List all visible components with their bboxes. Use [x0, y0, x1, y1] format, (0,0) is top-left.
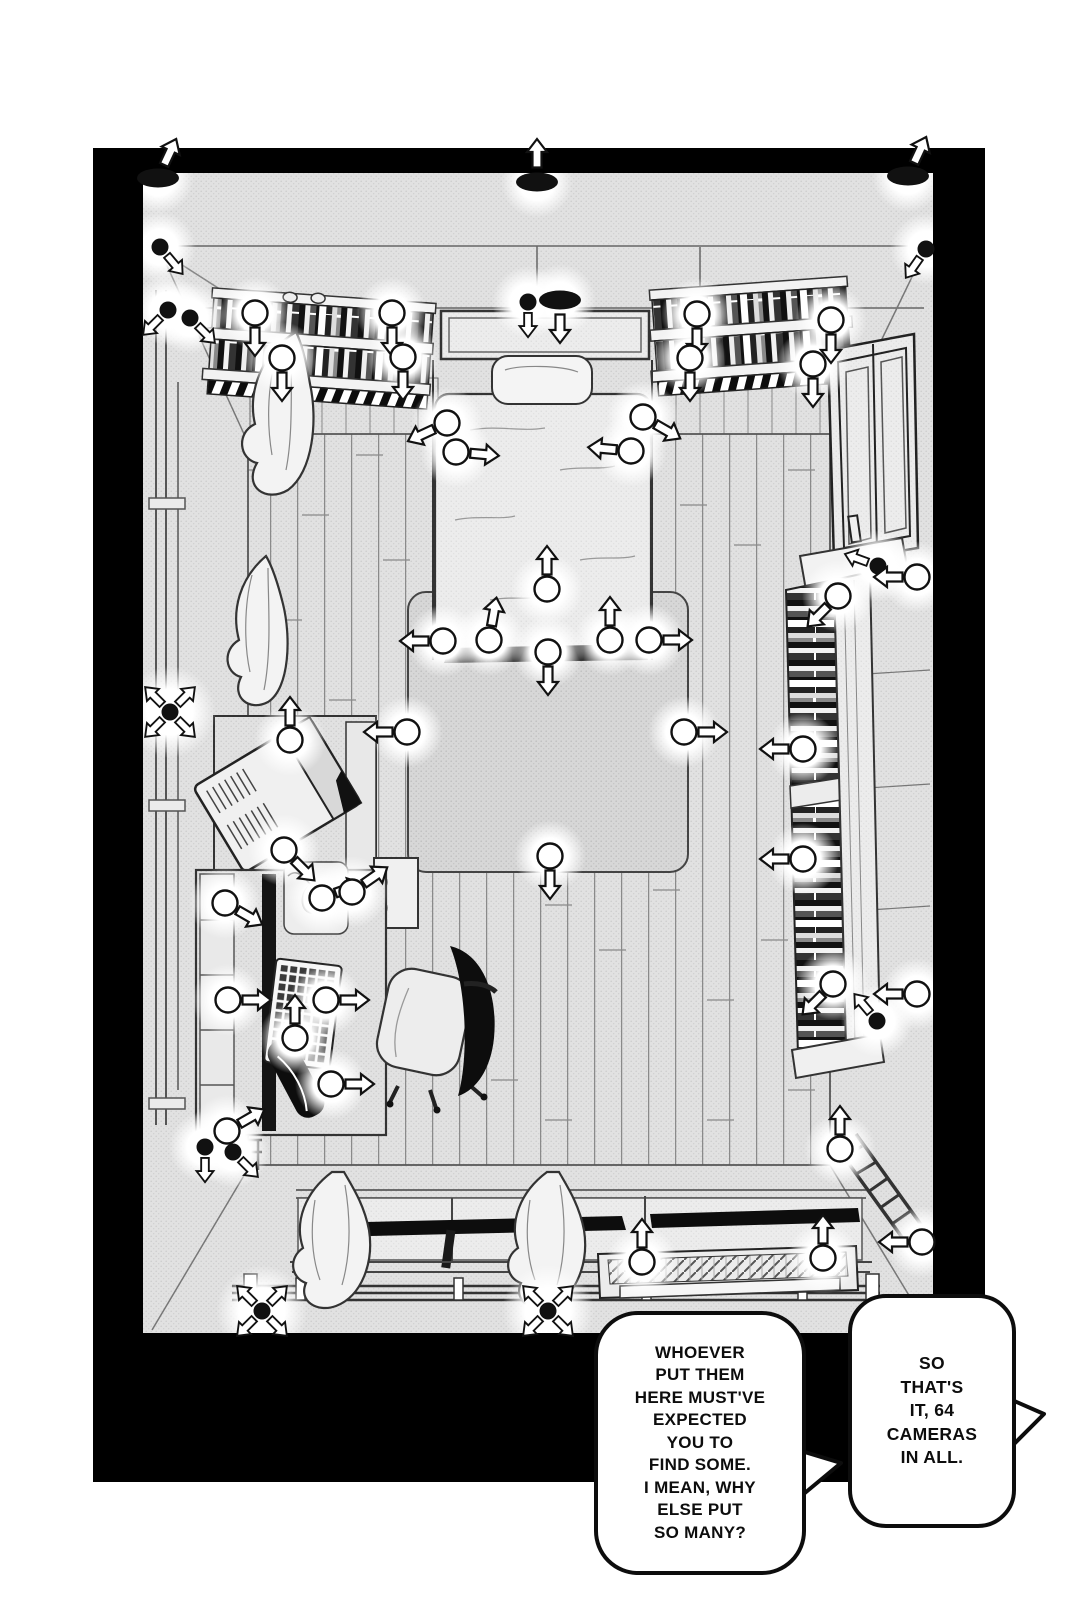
camera-marker-circle: [211, 889, 264, 929]
camera-marker-dot: [517, 293, 539, 339]
camera-marker-ellipse: [539, 290, 581, 345]
camera-marker-circle: [281, 993, 309, 1052]
camera-marker-dot: [194, 1138, 216, 1184]
pillow: [491, 355, 593, 405]
camera-marker-circle: [268, 344, 296, 403]
camera-marker-dot: [151, 238, 184, 276]
camera-marker-dot: [853, 992, 886, 1030]
camera-marker-circle: [241, 299, 269, 358]
camera-marker-circle: [533, 544, 561, 603]
camera-marker-circle: [758, 845, 817, 873]
camera-marker-circle: [389, 343, 417, 402]
speech-bubble-right: SO THAT'S IT, 64 CAMERAS IN ALL.: [848, 1294, 1016, 1528]
camera-marker-circle: [475, 595, 507, 654]
camera-marker-circle: [872, 563, 931, 591]
office-chair: [375, 946, 498, 1114]
camera-marker-dot: [904, 240, 935, 280]
camera-marker-ellipse: [887, 135, 932, 186]
camera-marker-circle: [676, 344, 704, 403]
camera-marker-circle: [629, 403, 682, 443]
camera-marker-circle: [758, 735, 817, 763]
camera-marker-dot4: [236, 1285, 288, 1337]
camera-marker-circle: [872, 980, 931, 1008]
camera-marker-circle: [596, 595, 624, 654]
camera-marker-circle: [362, 718, 421, 746]
camera-marker-dot: [181, 309, 216, 344]
camera-marker-ellipse: [137, 137, 182, 188]
window-right-wall: [826, 332, 920, 564]
camera-marker-circle: [826, 1104, 854, 1163]
camera-marker-circle: [817, 306, 845, 365]
camera-marker-circle: [801, 970, 847, 1016]
camera-marker-circle: [534, 638, 562, 697]
speech-bubble-tails: [796, 1398, 1046, 1499]
camera-marker-dot4: [144, 686, 196, 738]
camera-marker-circle: [628, 1217, 656, 1276]
camera-marker-circle: [635, 626, 694, 654]
camera-marker-circle: [799, 350, 827, 409]
camera-marker-circle: [214, 986, 273, 1014]
camera-marker-circle: [809, 1213, 837, 1272]
camera-marker-circle: [213, 1105, 266, 1145]
camera-marker-circle: [317, 1070, 376, 1098]
camera-marker-dot: [142, 301, 177, 336]
camera-marker-circle: [270, 836, 316, 882]
camera-marker-circle: [442, 438, 501, 467]
camera-marker-dot4: [522, 1285, 574, 1337]
camera-marker-circle: [877, 1228, 936, 1256]
camera-marker-circle: [670, 718, 729, 746]
camera-markers: [137, 135, 936, 1337]
camera-marker-circle: [586, 436, 645, 465]
camera-marker-circle: [276, 695, 304, 754]
speech-text-right: SO THAT'S IT, 64 CAMERAS IN ALL.: [886, 1353, 978, 1468]
camera-marker-circle: [536, 842, 564, 901]
camera-marker-circle: [806, 582, 852, 628]
camera-marker-dot: [224, 1143, 259, 1178]
camera-marker-circle: [398, 627, 457, 655]
speech-bubble-left: WHOEVER PUT THEM HERE MUST'VE EXPECTED Y…: [594, 1311, 806, 1575]
speech-text-left: WHOEVER PUT THEM HERE MUST'VE EXPECTED Y…: [634, 1343, 766, 1542]
camera-marker-ellipse: [516, 137, 558, 192]
camera-marker-circle: [338, 865, 389, 906]
camera-marker-circle: [312, 986, 371, 1014]
camera-marker-circle: [406, 409, 461, 447]
